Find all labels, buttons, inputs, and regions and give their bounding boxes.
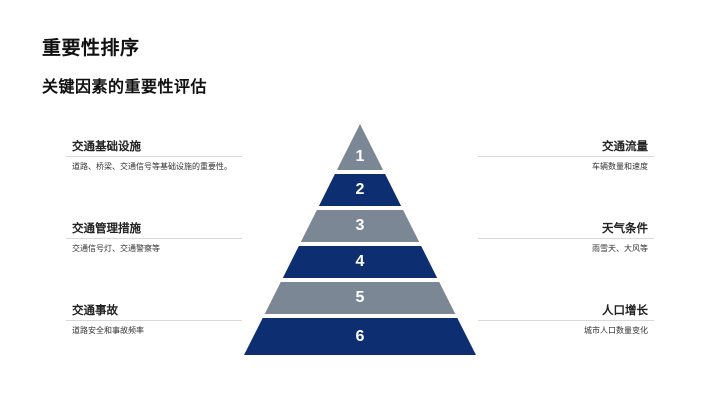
factor-item-infrastructure: 交通基础设施 道路、桥梁、交通信号等基础设施的重要性。 — [66, 138, 242, 173]
pyramid-tier-1 — [336, 124, 384, 170]
pyramid-tier-4 — [282, 246, 438, 278]
divider — [66, 156, 242, 157]
factor-description: 道路、桥梁、交通信号等基础设施的重要性。 — [72, 162, 232, 171]
factor-item-population-growth: 人口增长 城市人口数量变化 — [478, 302, 654, 337]
factor-title: 人口增长 — [602, 303, 648, 317]
divider — [66, 320, 242, 321]
factor-item-traffic-flow: 交通流量 车辆数量和速度 — [478, 138, 654, 173]
factor-item-traffic-accidents: 交通事故 道路安全和事故频率 — [66, 302, 242, 337]
factor-item-weather: 天气条件 雨雪天、大风等 — [478, 220, 654, 255]
tier-1-number: 1 — [355, 148, 365, 165]
factor-title: 交通事故 — [72, 303, 118, 317]
pyramid-tier-5 — [264, 282, 456, 314]
pyramid-tier-6 — [244, 318, 476, 355]
page-subtitle: 关键因素的重要性评估 — [42, 77, 208, 96]
pyramid-tier-3 — [300, 210, 420, 242]
factor-title: 交通管理措施 — [72, 221, 141, 235]
factor-title: 交通流量 — [602, 139, 648, 153]
factor-description: 雨雪天、大风等 — [592, 244, 648, 253]
tier-3-number: 3 — [355, 217, 365, 234]
divider — [478, 238, 654, 239]
factor-description: 交通信号灯、交通警察等 — [72, 244, 160, 253]
pyramid-tier-2 — [318, 174, 402, 206]
tier-5-number: 5 — [355, 289, 365, 306]
tier-2-number: 2 — [355, 181, 365, 198]
page-title: 重要性排序 — [42, 37, 140, 59]
factor-description: 车辆数量和速度 — [592, 162, 648, 171]
divider — [478, 320, 654, 321]
factor-description: 道路安全和事故频率 — [72, 326, 144, 335]
factor-title: 天气条件 — [602, 221, 648, 235]
divider — [66, 238, 242, 239]
tier-4-number: 4 — [355, 253, 365, 270]
tier-6-number: 6 — [355, 328, 365, 345]
divider — [478, 156, 654, 157]
factor-title: 交通基础设施 — [72, 139, 141, 153]
factor-item-traffic-management: 交通管理措施 交通信号灯、交通警察等 — [66, 220, 242, 255]
factor-description: 城市人口数量变化 — [584, 326, 648, 335]
